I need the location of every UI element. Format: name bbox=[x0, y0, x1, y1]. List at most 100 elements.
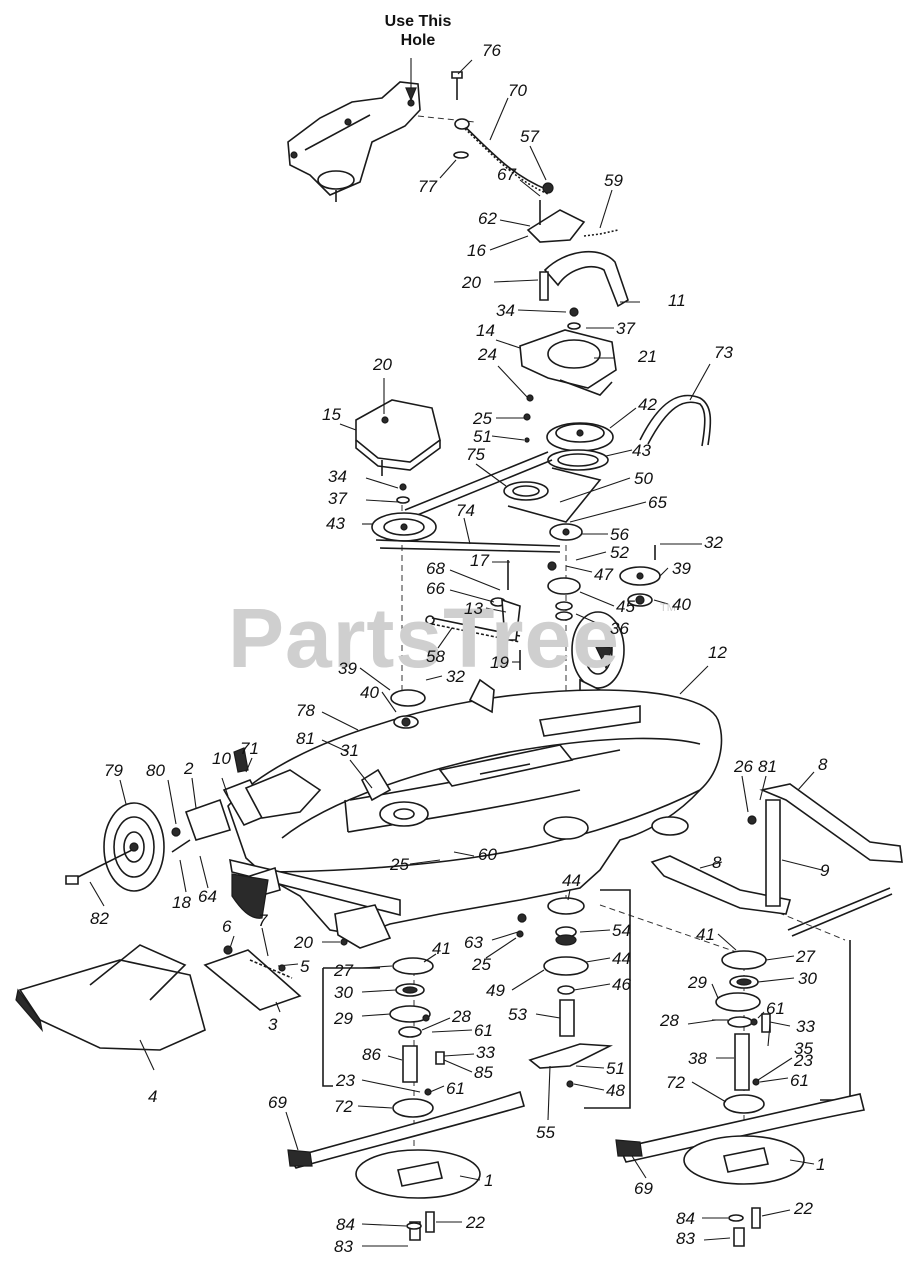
callout-19[interactable]: 19 bbox=[490, 653, 509, 672]
callout-68[interactable]: 68 bbox=[426, 559, 445, 578]
callout-73[interactable]: 73 bbox=[714, 343, 733, 362]
callout-66[interactable]: 66 bbox=[426, 579, 445, 598]
callout-60[interactable]: 60 bbox=[478, 845, 497, 864]
callout-3[interactable]: 3 bbox=[268, 1015, 278, 1034]
callout-50[interactable]: 50 bbox=[634, 469, 653, 488]
callout-69[interactable]: 69 bbox=[268, 1093, 287, 1112]
callout-11[interactable]: 11 bbox=[668, 291, 686, 310]
callout-54[interactable]: 54 bbox=[612, 921, 631, 940]
callout-61b[interactable]: 61 bbox=[766, 999, 785, 1018]
callout-10[interactable]: 10 bbox=[212, 749, 231, 768]
callout-33[interactable]: 33 bbox=[476, 1043, 495, 1062]
callout-22[interactable]: 22 bbox=[466, 1213, 485, 1232]
callout-39[interactable]: 39 bbox=[672, 559, 691, 578]
callout-56[interactable]: 56 bbox=[610, 525, 629, 544]
callout-44[interactable]: 44 bbox=[562, 871, 581, 890]
callout-69b[interactable]: 69 bbox=[634, 1179, 653, 1198]
callout-30[interactable]: 30 bbox=[334, 983, 353, 1002]
callout-25b[interactable]: 25 bbox=[390, 855, 409, 874]
callout-70[interactable]: 70 bbox=[508, 81, 527, 100]
callout-67[interactable]: 67 bbox=[497, 165, 516, 184]
callout-63[interactable]: 63 bbox=[464, 933, 483, 952]
callout-15[interactable]: 15 bbox=[322, 405, 341, 424]
callout-85[interactable]: 85 bbox=[474, 1063, 493, 1082]
callout-9[interactable]: 9 bbox=[820, 861, 830, 880]
callout-31[interactable]: 31 bbox=[340, 741, 359, 760]
callout-59[interactable]: 59 bbox=[604, 171, 623, 190]
callout-8b[interactable]: 8 bbox=[712, 853, 722, 872]
callout-38[interactable]: 38 bbox=[688, 1049, 707, 1068]
callout-47[interactable]: 47 bbox=[594, 565, 613, 584]
callout-25c[interactable]: 25 bbox=[472, 955, 491, 974]
callout-13[interactable]: 13 bbox=[464, 599, 483, 618]
callout-61c[interactable]: 61 bbox=[446, 1079, 465, 1098]
callout-64[interactable]: 64 bbox=[198, 887, 217, 906]
callout-72[interactable]: 72 bbox=[334, 1097, 353, 1116]
callout-74[interactable]: 74 bbox=[456, 501, 475, 520]
callout-61[interactable]: 61 bbox=[474, 1021, 493, 1040]
callout-84b[interactable]: 84 bbox=[676, 1209, 695, 1228]
callout-81[interactable]: 81 bbox=[296, 729, 315, 748]
callout-52[interactable]: 52 bbox=[610, 543, 629, 562]
callout-5[interactable]: 5 bbox=[300, 957, 310, 976]
callout-37[interactable]: 37 bbox=[616, 319, 635, 338]
callout-24[interactable]: 24 bbox=[478, 345, 497, 364]
callout-51[interactable]: 51 bbox=[473, 427, 492, 446]
callout-12[interactable]: 12 bbox=[708, 643, 727, 662]
callout-32b[interactable]: 32 bbox=[446, 667, 465, 686]
callout-26[interactable]: 26 bbox=[734, 757, 753, 776]
callout-80[interactable]: 80 bbox=[146, 761, 165, 780]
callout-35[interactable]: 35 bbox=[794, 1039, 813, 1058]
callout-48[interactable]: 48 bbox=[606, 1081, 625, 1100]
callout-34b[interactable]: 34 bbox=[328, 467, 347, 486]
callout-33b[interactable]: 33 bbox=[796, 1017, 815, 1036]
callout-53[interactable]: 53 bbox=[508, 1005, 527, 1024]
callout-49[interactable]: 49 bbox=[486, 981, 505, 1000]
callout-43b[interactable]: 43 bbox=[326, 514, 345, 533]
callout-23[interactable]: 23 bbox=[336, 1071, 355, 1090]
callout-44b[interactable]: 44 bbox=[612, 949, 631, 968]
callout-20[interactable]: 20 bbox=[462, 273, 481, 292]
callout-43[interactable]: 43 bbox=[632, 441, 651, 460]
callout-84[interactable]: 84 bbox=[336, 1215, 355, 1234]
callout-22b[interactable]: 22 bbox=[794, 1199, 813, 1218]
callout-34[interactable]: 34 bbox=[496, 301, 515, 320]
callout-51b[interactable]: 51 bbox=[606, 1059, 625, 1078]
callout-23b[interactable]: 23 bbox=[794, 1051, 813, 1070]
callout-40b[interactable]: 40 bbox=[360, 683, 379, 702]
callout-21[interactable]: 21 bbox=[638, 347, 657, 366]
callout-18[interactable]: 18 bbox=[172, 893, 191, 912]
callout-62[interactable]: 62 bbox=[478, 209, 497, 228]
callout-77[interactable]: 77 bbox=[418, 177, 437, 196]
callout-83b[interactable]: 83 bbox=[676, 1229, 695, 1248]
callout-16[interactable]: 16 bbox=[467, 241, 486, 260]
callout-72b[interactable]: 72 bbox=[666, 1073, 685, 1092]
callout-75[interactable]: 75 bbox=[466, 445, 485, 464]
callout-28b[interactable]: 28 bbox=[660, 1011, 679, 1030]
callout-29[interactable]: 29 bbox=[688, 973, 707, 992]
callout-4[interactable]: 4 bbox=[148, 1087, 158, 1106]
callout-14[interactable]: 14 bbox=[476, 321, 495, 340]
callout-71[interactable]: 71 bbox=[240, 739, 259, 758]
callout-25[interactable]: 25 bbox=[473, 409, 492, 428]
callout-86[interactable]: 86 bbox=[362, 1045, 381, 1064]
callout-57[interactable]: 57 bbox=[520, 127, 539, 146]
callout-37b[interactable]: 37 bbox=[328, 489, 347, 508]
callout-7[interactable]: 7 bbox=[258, 911, 268, 930]
callout-41b[interactable]: 41 bbox=[696, 925, 715, 944]
callout-29b[interactable]: 29 bbox=[334, 1009, 353, 1028]
callout-1b[interactable]: 1 bbox=[816, 1155, 826, 1174]
callout-41[interactable]: 41 bbox=[432, 939, 451, 958]
callout-42[interactable]: 42 bbox=[638, 395, 657, 414]
callout-40[interactable]: 40 bbox=[672, 595, 691, 614]
callout-39b[interactable]: 39 bbox=[338, 659, 357, 678]
callout-28[interactable]: 28 bbox=[452, 1007, 471, 1026]
callout-36[interactable]: 36 bbox=[610, 619, 629, 638]
callout-6[interactable]: 6 bbox=[222, 917, 232, 936]
callout-46[interactable]: 46 bbox=[612, 975, 631, 994]
callout-61d[interactable]: 61 bbox=[790, 1071, 809, 1090]
callout-82[interactable]: 82 bbox=[90, 909, 109, 928]
callout-58[interactable]: 58 bbox=[426, 647, 445, 666]
callout-27[interactable]: 27 bbox=[334, 961, 353, 980]
callout-45[interactable]: 45 bbox=[616, 597, 635, 616]
